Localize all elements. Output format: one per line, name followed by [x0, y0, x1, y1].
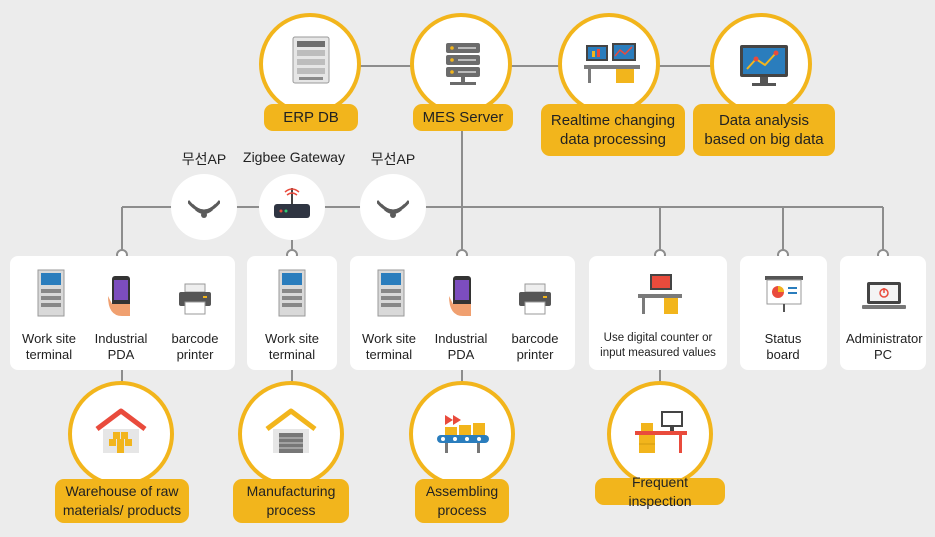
printer-icon [519, 283, 551, 315]
inspection-text: Frequent inspection [628, 473, 692, 509]
zigbee-gateway-label: Zigbee Gateway [243, 149, 345, 165]
inspection-desk-icon [635, 411, 687, 453]
terminal-icon [278, 269, 306, 317]
server-rack-icon [292, 36, 330, 84]
mes-server-label: MES Server [413, 104, 513, 131]
inspection-node [607, 381, 713, 487]
server-stack-icon [446, 43, 480, 85]
terminal-label: Work site terminal [265, 331, 319, 362]
realtime-text: Realtime changing data processing [550, 112, 676, 148]
digital-counter-label: Use digital counter or input measured va… [600, 332, 716, 359]
warehouse-icon [95, 408, 147, 453]
laptop-icon [862, 282, 906, 309]
device-card-status-board [740, 256, 827, 370]
pda-icon [449, 276, 471, 316]
admin-pc-label: Administrator PC [846, 331, 923, 362]
analysis-node [710, 13, 812, 115]
warehouse-text: Warehouse of raw materials/ products [62, 483, 182, 518]
printer-icon [179, 283, 211, 315]
zigbee-gateway-node [259, 174, 325, 240]
workstation-icon [584, 43, 640, 83]
assembling-text: Assembling process [425, 483, 499, 518]
presentation-board-icon [765, 276, 803, 312]
terminal-icon [377, 269, 405, 317]
wireless-ap-right-label: 무선AP [370, 151, 416, 167]
factory-garage-icon [265, 408, 317, 453]
printer-label: barcode printer [511, 331, 559, 362]
manufacturing-node [238, 381, 344, 487]
manufacturing-text: Manufacturing process [246, 483, 336, 518]
manufacturing-label: Manufacturing process [233, 479, 349, 523]
wireless-ap-left-label: 무선AP [181, 151, 227, 167]
conveyor-belt-icon [437, 415, 489, 453]
analytics-monitor-icon [740, 45, 788, 86]
pda-icon [108, 276, 130, 316]
terminal-icon [37, 269, 65, 317]
assembling-label: Assembling process [415, 479, 509, 523]
status-board-label: Status board [764, 331, 802, 362]
printer-label: barcode printer [171, 331, 219, 362]
analysis-text: Data analysis based on big data [704, 112, 824, 148]
wireless-ap-right-node [360, 174, 426, 240]
realtime-node [558, 13, 660, 115]
assembling-node [409, 381, 515, 487]
warehouse-node [68, 381, 174, 487]
pda-label: Industrial PDA [94, 331, 148, 362]
mes-server-node [410, 13, 512, 115]
erp-db-label: ERP DB [264, 104, 358, 131]
pda-label: Industrial PDA [434, 331, 488, 362]
terminal-label: Work site terminal [362, 331, 416, 362]
wifi-icon [188, 200, 220, 218]
inspection-label: Frequent inspection [595, 474, 725, 509]
terminal-label: Work site terminal [22, 331, 76, 362]
wifi-icon [377, 200, 409, 218]
wireless-ap-left-node [171, 174, 237, 240]
router-icon [274, 188, 310, 218]
analysis-label: Data analysis based on big data [693, 104, 835, 156]
desk-computer-icon [638, 274, 682, 314]
warehouse-label: Warehouse of raw materials/ products [55, 479, 189, 523]
device-card-admin-pc [840, 256, 926, 370]
erp-db-node [259, 13, 361, 115]
realtime-label: Realtime changing data processing [541, 104, 685, 156]
